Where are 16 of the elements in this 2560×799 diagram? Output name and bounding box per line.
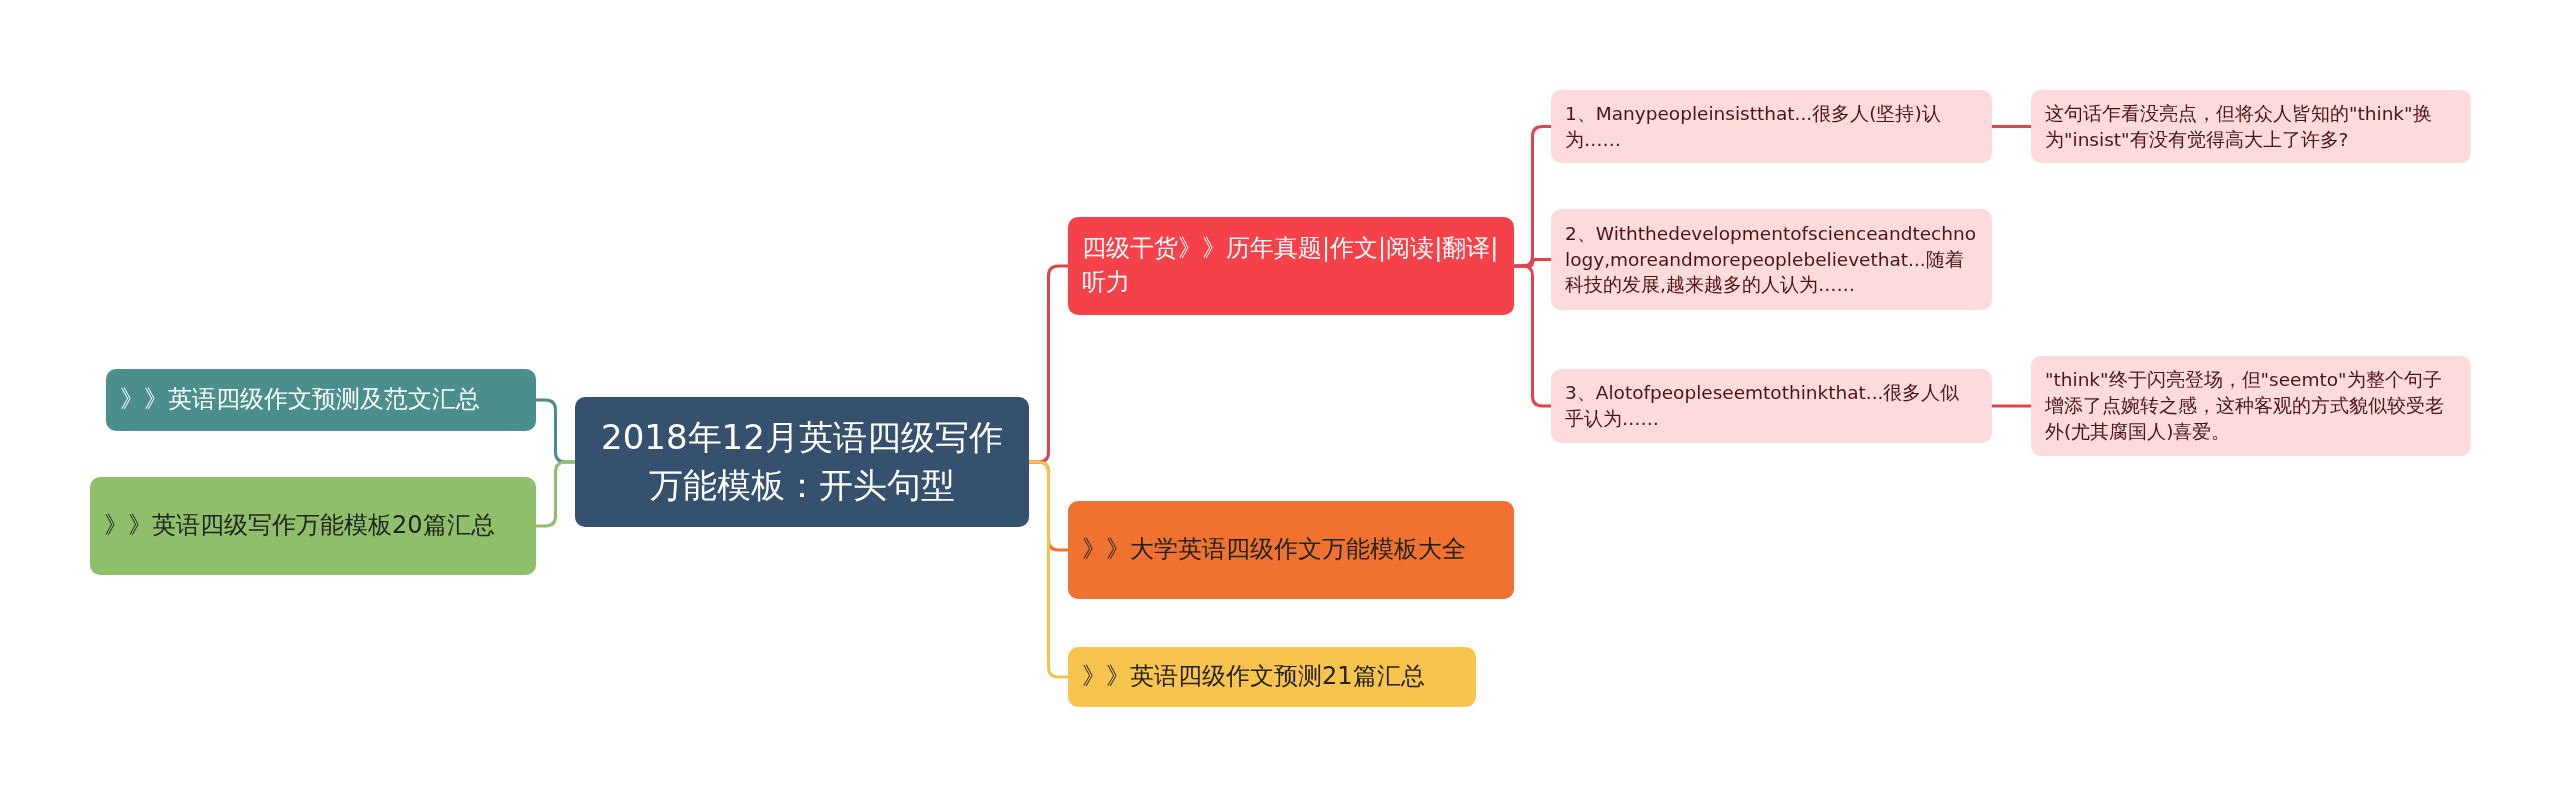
leaf-box: 2、Withthedevelopmentofscienceandtechnology,moreandmorepeoplebelievethat...随着科技的发展,越来越多的人认为…… bbox=[1551, 209, 1992, 310]
leaf-box: 这句话乍看没亮点，但将众人皆知的"think"换为"insist"有没有觉得高大上了许多? bbox=[2031, 90, 2471, 163]
branch-box: 》》英语四级写作万能模板20篇汇总 bbox=[90, 477, 536, 575]
connector-line bbox=[1514, 264, 1551, 408]
connector-line bbox=[536, 460, 575, 528]
branch-box: 四级干货》》历年真题|作文|阅读|翻译|听力 bbox=[1068, 217, 1514, 315]
connector-line bbox=[1992, 404, 2033, 408]
leaf-box: 3、Alotofpeopleseemtothinkthat...很多人似乎认为…… bbox=[1551, 369, 1992, 443]
branch-box: 》》英语四级作文预测及范文汇总 bbox=[106, 369, 536, 431]
branch-box: 》》大学英语四级作文万能模板大全 bbox=[1068, 501, 1514, 599]
branch-box: 》》英语四级作文预测21篇汇总 bbox=[1068, 647, 1476, 707]
leaf-box: "think"终于闪亮登场，但"seemto"为整个句子增添了点婉转之感，这种客观的方式貌似较受老外(尤其腐国人)喜爱。 bbox=[2031, 356, 2471, 456]
connector-line bbox=[1029, 460, 1068, 679]
topic-box: 2018年12月英语四级写作万能模板：开头句型 bbox=[575, 397, 1029, 527]
connector-line bbox=[1992, 125, 2033, 128]
leaf-box: 1、Manypeopleinsistthat...很多人(坚持)认为…… bbox=[1551, 90, 1992, 163]
